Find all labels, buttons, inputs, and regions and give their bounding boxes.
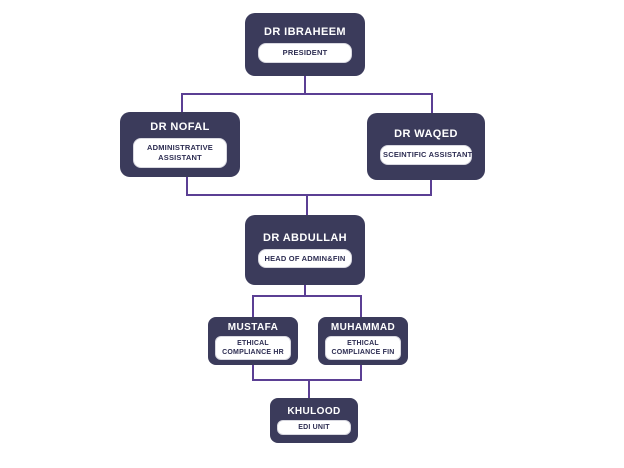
node-role: ETHICAL COMPLIANCE FIN — [325, 335, 401, 361]
org-node-dr-nofal: DR NOFAL ADMINISTRATIVE ASSISTANT — [120, 112, 240, 177]
org-node-dr-ibraheem: DR IBRAHEEM PRESIDENT — [245, 13, 365, 76]
node-role: PRESIDENT — [258, 43, 352, 63]
connector-line — [430, 180, 432, 196]
connector-line — [304, 285, 306, 297]
connector-line — [181, 93, 433, 95]
org-node-dr-abdullah: DR ABDULLAH HEAD OF ADMIN&FIN — [245, 215, 365, 285]
node-name: MUSTAFA — [227, 321, 279, 333]
node-name: DR ABDULLAH — [262, 231, 348, 244]
node-role: ETHICAL COMPLIANCE HR — [215, 335, 291, 361]
node-name: MUHAMMAD — [330, 321, 396, 333]
node-role: EDI UNIT — [277, 419, 351, 436]
node-role: HEAD OF ADMIN&FIN — [258, 248, 352, 269]
connector-line — [306, 194, 308, 215]
node-name: KHULOOD — [287, 405, 341, 417]
connector-line — [252, 379, 362, 381]
node-name: DR IBRAHEEM — [263, 26, 346, 39]
connector-line — [186, 177, 188, 196]
org-node-khulood: KHULOOD EDI UNIT — [270, 398, 358, 443]
org-node-dr-waqed: DR WAQED SCEINTIFIC ASSISTANT — [367, 113, 485, 180]
connector-line — [431, 93, 433, 113]
org-node-muhammad: MUHAMMAD ETHICAL COMPLIANCE FIN — [318, 317, 408, 365]
node-role: SCEINTIFIC ASSISTANT — [380, 145, 472, 165]
connector-line — [252, 295, 362, 297]
connector-line — [360, 365, 362, 381]
connector-line — [304, 76, 306, 94]
connector-line — [252, 365, 254, 381]
connector-line — [181, 93, 183, 112]
connector-line — [186, 194, 432, 196]
connector-line — [360, 295, 362, 317]
connector-line — [308, 379, 310, 398]
connector-line — [252, 295, 254, 317]
node-role: ADMINISTRATIVE ASSISTANT — [133, 138, 227, 168]
node-name: DR WAQED — [394, 128, 458, 141]
org-node-mustafa: MUSTAFA ETHICAL COMPLIANCE HR — [208, 317, 298, 365]
node-name: DR NOFAL — [150, 121, 210, 134]
